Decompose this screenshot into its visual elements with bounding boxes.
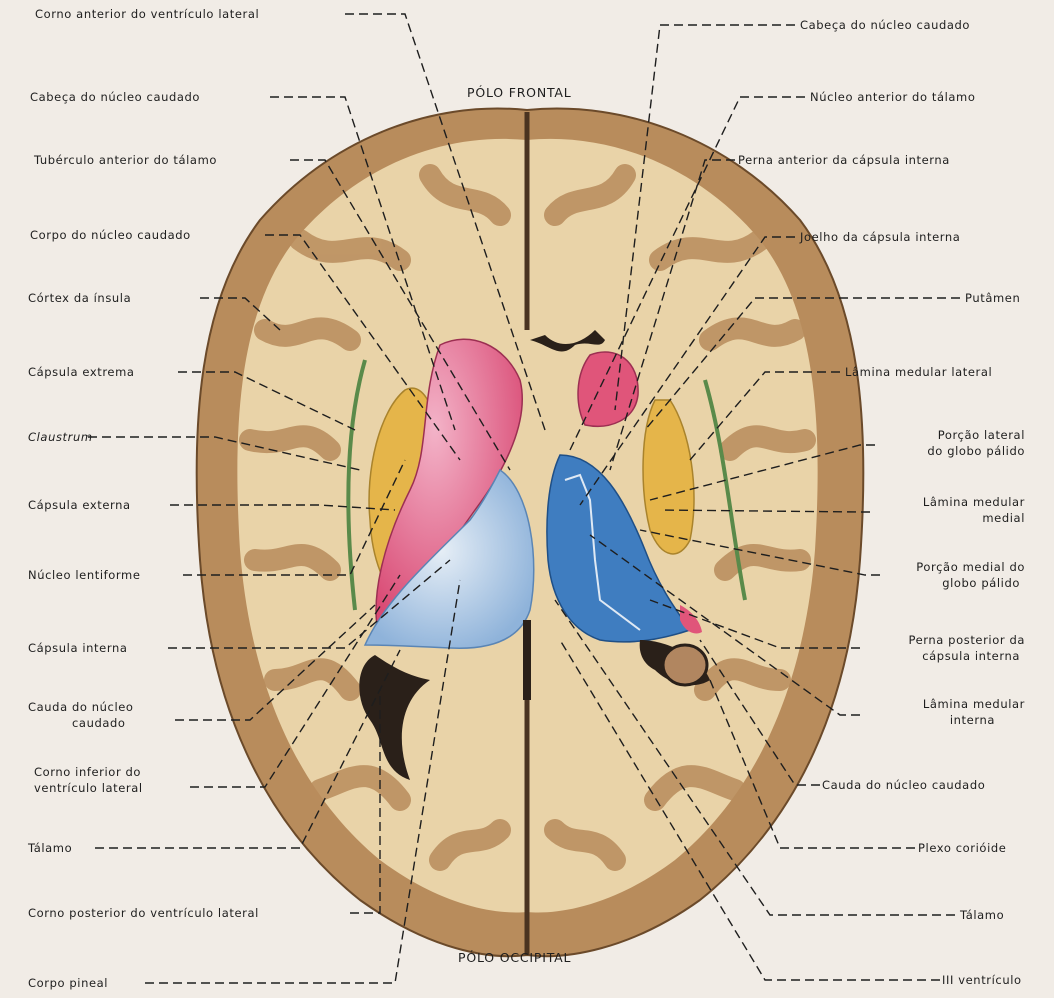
- label-joelho-capsula: Joelho da cápsula interna: [800, 230, 960, 244]
- label-corno-anterior: Corno anterior do ventrículo lateral: [35, 7, 259, 21]
- label-lamina-medial-2: medial: [880, 511, 1025, 525]
- label-porcao-medial-2: globo pálido: [880, 576, 1020, 590]
- label-plexo-corioide: Plexo corióide: [918, 841, 1006, 855]
- label-perna-posterior-1: Perna posterior da: [865, 633, 1025, 647]
- label-capsula-extrema: Cápsula extrema: [28, 365, 135, 379]
- label-cortex-insula: Córtex da ínsula: [28, 291, 131, 305]
- label-lamina-medial-1: Lâmina medular: [880, 495, 1025, 509]
- label-capsula-externa: Cápsula externa: [28, 498, 131, 512]
- label-tuberculo-anterior: Tubérculo anterior do tálamo: [34, 153, 217, 167]
- label-perna-posterior-2: cápsula interna: [865, 649, 1020, 663]
- label-corno-inferior-1: Corno inferior do: [34, 765, 141, 779]
- label-lamina-interna-2: interna: [880, 713, 995, 727]
- label-lamina-lateral: Lâmina medular lateral: [845, 365, 992, 379]
- label-corno-posterior: Corno posterior do ventrículo lateral: [28, 906, 259, 920]
- label-porcao-medial-1: Porção medial do: [880, 560, 1025, 574]
- label-lamina-interna-1: Lâmina medular: [880, 697, 1025, 711]
- occipital-pole-label: PÓLO OCCIPITAL: [458, 950, 571, 965]
- label-corno-inferior-2: ventrículo lateral: [34, 781, 143, 795]
- label-porcao-lateral-1: Porção lateral: [880, 428, 1025, 442]
- label-nucleo-anterior-talamo: Núcleo anterior do tálamo: [810, 90, 975, 104]
- label-perna-anterior: Perna anterior da cápsula interna: [738, 153, 950, 167]
- label-cauda-caudado-1: Cauda do núcleo: [28, 700, 134, 714]
- choroid-plexus: [663, 645, 707, 685]
- label-corpo-pineal: Corpo pineal: [28, 976, 108, 990]
- label-iii-ventriculo: III ventrículo: [942, 973, 1022, 987]
- label-putamen: Putâmen: [965, 291, 1020, 305]
- label-nucleo-lentiforme: Núcleo lentiforme: [28, 568, 141, 582]
- label-capsula-interna-left: Cápsula interna: [28, 641, 127, 655]
- label-corpo-caudado: Corpo do núcleo caudado: [30, 228, 191, 242]
- label-cabeca-caudado-right: Cabeça do núcleo caudado: [800, 18, 970, 32]
- label-talamo-right: Tálamo: [960, 908, 1004, 922]
- label-claustrum: Claustrum: [28, 430, 93, 444]
- label-talamo-left: Tálamo: [28, 841, 72, 855]
- caudate-right: [578, 352, 638, 426]
- label-porcao-lateral-2: do globo pálido: [880, 444, 1025, 458]
- label-cauda-caudado-2: caudado: [72, 716, 126, 730]
- frontal-pole-label: PÓLO FRONTAL: [467, 85, 572, 100]
- label-cauda-caudado-right: Cauda do núcleo caudado: [822, 778, 985, 792]
- label-cabeca-caudado-left: Cabeça do núcleo caudado: [30, 90, 200, 104]
